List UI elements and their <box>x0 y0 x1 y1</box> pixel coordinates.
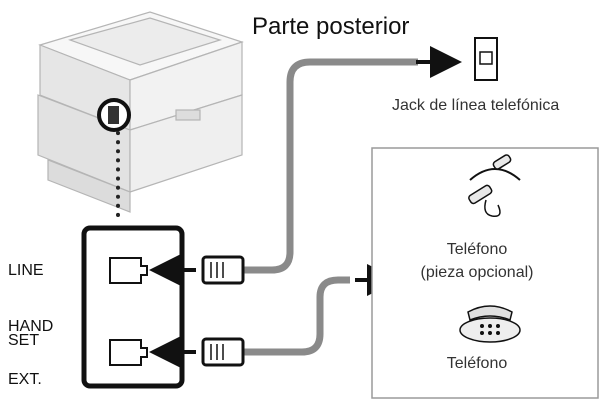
wall-jack-label: Jack de línea telefónica <box>392 97 560 114</box>
ext-port-label: EXT. <box>8 371 42 388</box>
phone-wall-jack-icon <box>474 37 498 81</box>
handset-cable <box>235 276 350 356</box>
printer-illustration <box>37 11 244 213</box>
handset-port-jack-icon <box>109 339 148 366</box>
line-cable <box>235 58 418 274</box>
line-port-jack-icon <box>109 257 148 284</box>
desk-phone-icon <box>459 305 521 343</box>
phone-label: Teléfono <box>446 241 508 258</box>
printer-port-icon <box>108 106 119 124</box>
line-cable-plug <box>201 255 245 285</box>
handset-cable-plug <box>201 337 245 367</box>
handset-port-label: HAND SET <box>8 318 54 349</box>
line-port-label: LINE <box>8 262 44 279</box>
handset-phone-icon <box>468 154 521 218</box>
phone-note: (pieza opcional) <box>420 264 534 281</box>
desk-phone-label: Teléfono <box>446 355 508 372</box>
diagram-title: Parte posterior <box>252 13 410 40</box>
